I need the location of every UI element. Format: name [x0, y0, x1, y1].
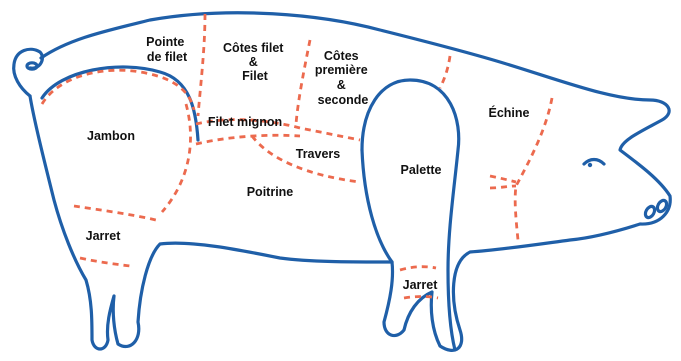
pig-tail-loop	[27, 63, 37, 69]
cut-line-pointe-left	[198, 14, 205, 116]
pig-tail	[14, 49, 43, 96]
label-pointe-line2: de filet	[147, 50, 188, 64]
label-cotes-filet-line2: &	[249, 55, 258, 69]
label-cotes-filet-line1: Côtes filet	[223, 41, 284, 55]
snout-nostril-left	[644, 205, 657, 219]
cut-line-echine-arrow-upper	[490, 176, 516, 182]
label-poitrine: Poitrine	[247, 185, 294, 199]
label-cotes-premiere-line1: Côtes	[324, 49, 359, 63]
label-pointe-de-filet: Pointe de filet	[146, 35, 188, 64]
pig-eye	[584, 160, 604, 165]
label-cotes-premiere-line2: première	[315, 63, 368, 77]
cut-line-cotes-filet-right	[296, 40, 310, 124]
cut-line-echine-left	[440, 56, 450, 88]
cut-line-jarret-front-top	[400, 267, 436, 270]
label-cotes-premiere-line4: seconde	[318, 93, 369, 107]
pig-eye-dot	[588, 163, 592, 167]
label-pointe-line1: Pointe	[146, 35, 184, 49]
label-cotes-premiere-seconde: Côtes première & seconde	[315, 49, 371, 107]
label-jarret-rear: Jarret	[86, 229, 122, 243]
label-palette: Palette	[401, 163, 442, 177]
cut-line-filet-mignon-bottom	[196, 135, 300, 144]
cut-line-jarret-rear-top	[74, 206, 156, 220]
label-cotes-filet: Côtes filet & Filet	[223, 41, 287, 83]
cut-line-ham-front	[162, 104, 191, 212]
label-travers: Travers	[296, 147, 341, 161]
label-echine: Échine	[489, 105, 530, 120]
label-jambon: Jambon	[87, 129, 135, 143]
cut-line-jarret-rear-bottom	[80, 258, 130, 266]
label-jarret-front: Jarret	[403, 278, 439, 292]
label-cotes-filet-line3: Filet	[242, 69, 269, 83]
label-cotes-premiere-line3: &	[337, 78, 346, 92]
cut-line-echine-arrow-lower	[490, 186, 516, 188]
label-filet-mignon: Filet mignon	[208, 115, 282, 129]
shoulder-inner-outline	[362, 150, 392, 262]
